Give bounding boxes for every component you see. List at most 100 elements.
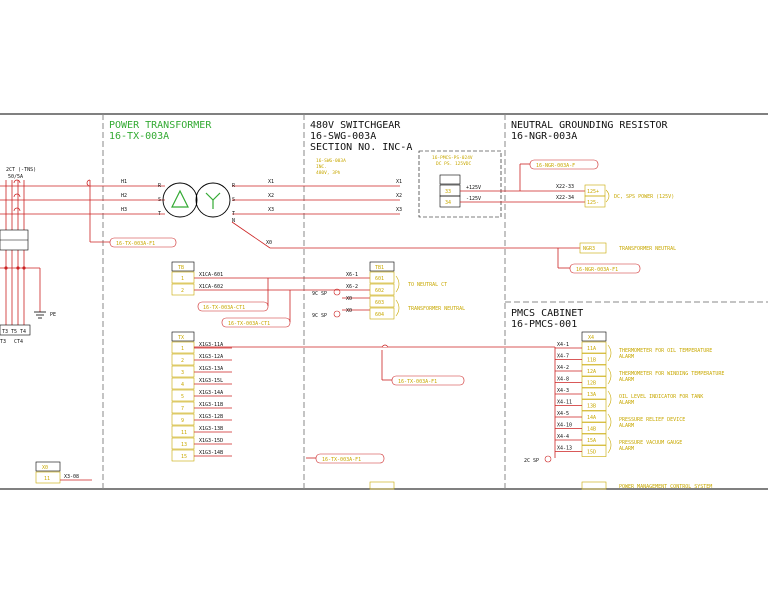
ps-term-34 [439, 195, 461, 208]
pmcs-row-wire: X4-5 [557, 411, 569, 417]
ngr-tag: 16-NGR-003A [511, 131, 577, 142]
x0-label: X0 [266, 240, 272, 246]
left-terminal-strip [0, 324, 31, 336]
pmcs-row-term: 13A [587, 392, 596, 398]
ct-ref1: 16-TX-003A-CT1 [203, 305, 245, 311]
x1-label: X1 [268, 179, 274, 185]
transformer-wiring [86, 179, 580, 269]
tx-row-box [171, 377, 195, 390]
tx-ref-mid-box [391, 375, 465, 386]
pmcs-label-line2: ALARM [619, 354, 634, 360]
tx-row-term: 1 [181, 346, 184, 352]
pmcs-row-box [581, 445, 607, 457]
tx-row-term: 4 [181, 382, 184, 388]
ps-row1-voltage: +125V [466, 185, 481, 191]
swg-bus-x2: X2 [396, 193, 402, 199]
bottom-left-wire: X3-08 [64, 474, 79, 480]
tb1-w1: X6-1 [346, 272, 358, 278]
swg-note-1: 16-SWG-003A [316, 158, 346, 164]
ct-block-header [171, 261, 195, 272]
pmcs-row-term: 15D [587, 450, 596, 456]
ct-block-row-2 [171, 283, 195, 296]
transformer-secondary-winding [195, 182, 231, 218]
transformer-primary-winding [162, 182, 198, 218]
transformer-tag: 16-TX-003A [109, 131, 169, 142]
ngr-dc-label: DC, SPS POWER (125V) [614, 194, 674, 200]
tx-row-term: 15 [181, 454, 187, 460]
pmcs-row-box [581, 341, 607, 354]
h3-label: H3 [121, 207, 127, 213]
x-phase-n: N [232, 218, 235, 224]
tx-row-wire: X1G3-13B [199, 426, 223, 432]
ct-block-header-text: TB [178, 265, 184, 271]
h-phase-s: S [158, 197, 161, 203]
pmcs-signal-labels: THERMOMETER FOR OIL TEMPERATUREALARMTHER… [607, 344, 724, 454]
tx-block-header [171, 331, 195, 342]
pmcs-block-header-text: X4 [588, 335, 594, 341]
tb1-t3: 603 [375, 300, 384, 306]
h-phase-t: T [158, 211, 161, 217]
tx-terminal-rows: 1X1G3-11A2X1G3-12A3X1G3-13A4X1G3-15L5X1G… [171, 341, 232, 462]
tb1-sp2: 9C SP [312, 313, 327, 319]
tb1-header-text: TB1 [375, 265, 384, 271]
tb1-w3: X0 [346, 296, 352, 302]
pmcs-row-term: 14A [587, 415, 596, 421]
tx-ref-bottom-box [315, 453, 385, 464]
bottom-left-header-box [35, 461, 61, 472]
pmcs-row-term: 11A [587, 346, 596, 352]
delta-symbol-icon [171, 189, 189, 208]
pmcs-row-wire: X4-11 [557, 400, 572, 406]
pmcs-label-line2: ALARM [619, 377, 634, 383]
pmcs-tag: 16-PMCS-001 [511, 319, 577, 330]
swg-bus-x3: X3 [396, 207, 402, 213]
tx-row-box [171, 341, 195, 354]
ct-ref2-box [221, 317, 291, 328]
tx-row-box [171, 425, 195, 438]
tb1-t4: 604 [375, 312, 384, 318]
pmcs-label-line2: ALARM [619, 446, 634, 452]
left-term-1: T3 [2, 329, 8, 335]
bottom-left-header: X0 [42, 465, 48, 471]
ct-coil-marks [13, 179, 21, 212]
tx-row-term: 13 [181, 442, 187, 448]
pmcs-label-line2: ALARM [619, 423, 634, 429]
tx-row-term: 3 [181, 370, 184, 376]
pmcs-label-line1: PRESSURE VACUUM GAUGE [619, 440, 682, 446]
tx-row-term: 9 [181, 418, 184, 424]
pmcs-title: PMCS CABINET [511, 308, 583, 319]
ngr-title: NEUTRAL GROUNDING RESISTOR [511, 120, 669, 131]
x2-label: X2 [268, 193, 274, 199]
ngr-wire-1: X22-33 [556, 184, 574, 190]
switchgear-title: 480V SWITCHGEAR [310, 120, 401, 131]
x-phase-t: T [232, 211, 235, 217]
tb1-sp1: 9C SP [312, 291, 327, 297]
pmcs-block-header [581, 331, 607, 342]
pmcs-row-wire: X4-10 [557, 423, 572, 429]
x3-label: X3 [268, 207, 274, 213]
tx-block-header-text: TX [178, 335, 184, 341]
h-phase-r: R [158, 183, 162, 189]
ct-label: 2CT (-TNS) [6, 167, 36, 173]
dc-supply-wiring [460, 163, 585, 203]
pmcs-row-box [581, 353, 607, 365]
tx-row-box [171, 401, 195, 414]
tx-row-box [171, 437, 195, 450]
ct-ratio: 50/5A [8, 174, 23, 180]
pmcs-row-term: 12B [587, 381, 596, 387]
pmcs-row-box [581, 376, 607, 388]
ngr-term-minus [584, 195, 606, 208]
tx-signal-wiring [194, 344, 555, 459]
ngr-term-1: 125+ [587, 189, 599, 195]
tx-row-term: 11 [181, 430, 187, 436]
pmcs-row-wire: X4-2 [557, 365, 569, 371]
tx-row-box [171, 353, 195, 366]
transformer-title: POWER TRANSFORMER [109, 120, 212, 131]
tb1-header [369, 261, 395, 272]
pmcs-row-box [581, 387, 607, 400]
pmcs-label-line2: ALARM [619, 400, 634, 406]
tb1-w2: X6-2 [346, 284, 358, 290]
pmcs-terminal-rows: 11AX4-111BX4-712AX4-212BX4-813AX4-313BX4… [555, 341, 607, 457]
tx-row-wire: X1G3-13A [199, 366, 223, 372]
tx-row-box [171, 449, 195, 462]
pmcs-sp: 2C SP [524, 458, 539, 464]
